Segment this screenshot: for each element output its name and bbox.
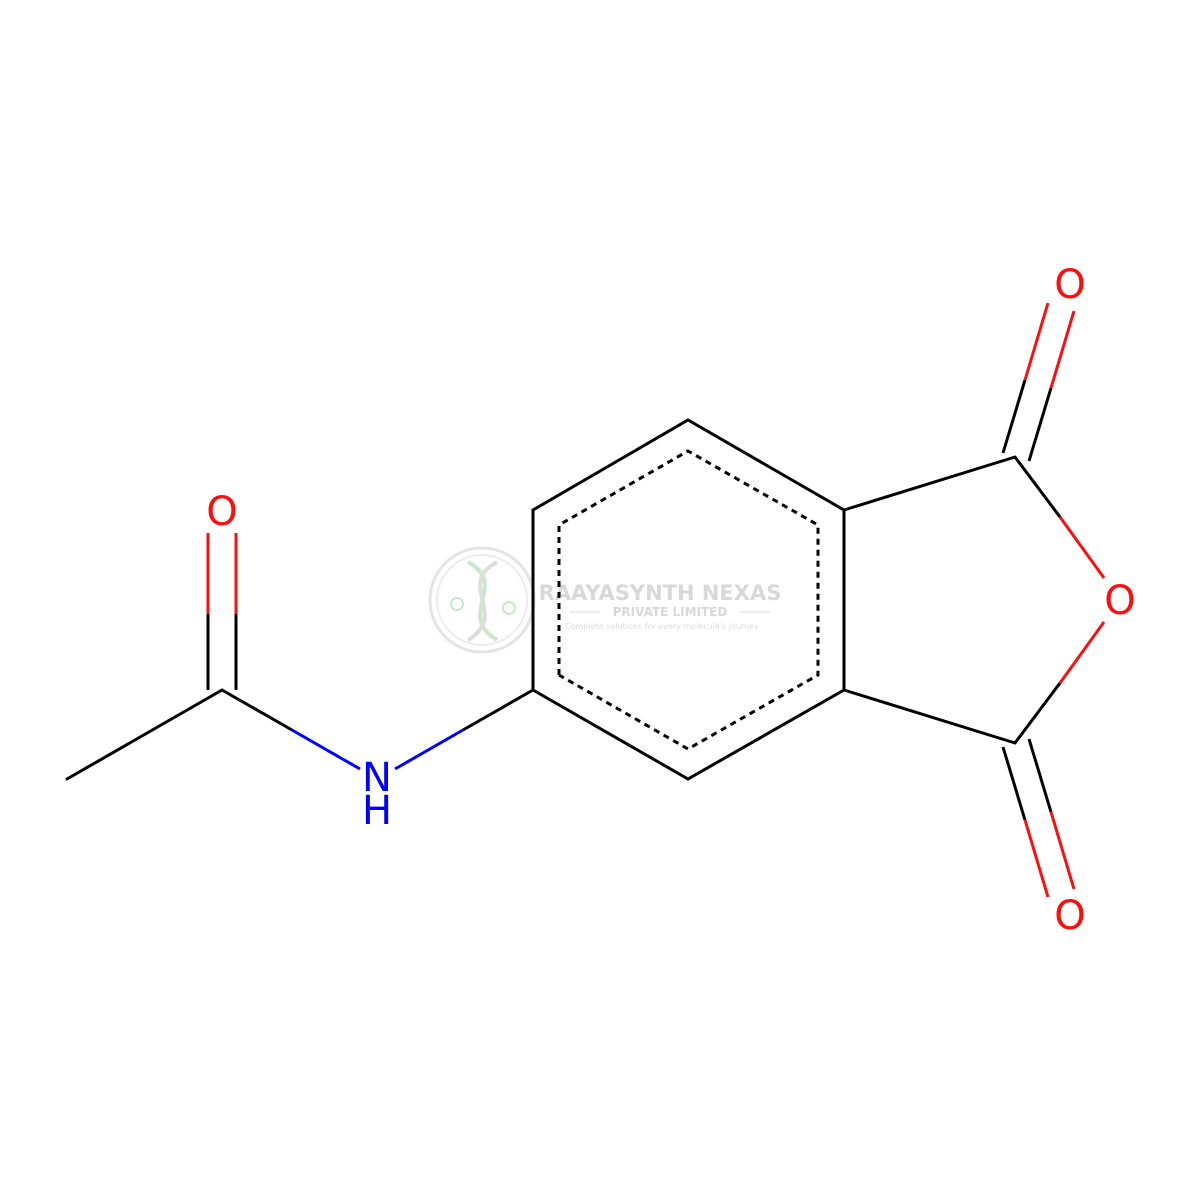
bond-c1-oring-black	[1013, 456, 1062, 518]
atom-o-carbonyl-top: O	[1054, 262, 1085, 308]
atom-h-amide: H	[362, 788, 392, 834]
bond-bottom-co-1-red	[1023, 819, 1050, 898]
atom-n-amide: N	[362, 755, 392, 801]
bond-carbonyl-n-black	[221, 688, 293, 732]
bond-methyl-carbonyl	[65, 688, 224, 781]
bond-bottom-co-2-red	[1049, 811, 1076, 890]
bonds	[65, 302, 1106, 898]
atom-labels: O N H O O O	[206, 262, 1135, 939]
bond-bottom-co-2	[1027, 738, 1053, 813]
bond-top-co-2	[1027, 387, 1053, 462]
bond-top-co-2-red	[1049, 310, 1076, 389]
watermark-subtitle: PRIVATE LIMITED	[613, 605, 728, 619]
bond-n-ring-blue	[394, 728, 464, 771]
atom-o-carbonyl-bottom: O	[1054, 893, 1085, 939]
atom-o-ring: O	[1104, 578, 1135, 624]
atom-o-amide: O	[206, 489, 237, 535]
bond-carbonyl-n-blue	[291, 728, 361, 771]
bond-bottom-co-1	[1001, 746, 1027, 821]
bond-n-ring-black	[462, 688, 534, 732]
watermark-tagline: Complete solutions for every molecule's …	[565, 622, 759, 631]
bond-c3-oring-black	[1013, 682, 1062, 744]
dna-helix-icon	[428, 546, 536, 654]
bond-top-co-1-red	[1023, 302, 1050, 381]
bond-ring-c1	[842, 455, 1017, 512]
bond-ring-c3	[842, 688, 1017, 745]
bond-top-co-1	[1001, 379, 1027, 454]
watermark-company: RAAYASYNTH NEXAS	[539, 581, 782, 605]
bond-c3-oring-red	[1058, 621, 1106, 684]
watermark: RAAYASYNTH NEXAS PRIVATE LIMITED Complet…	[428, 546, 782, 654]
bond-c1-oring-red	[1058, 516, 1106, 579]
